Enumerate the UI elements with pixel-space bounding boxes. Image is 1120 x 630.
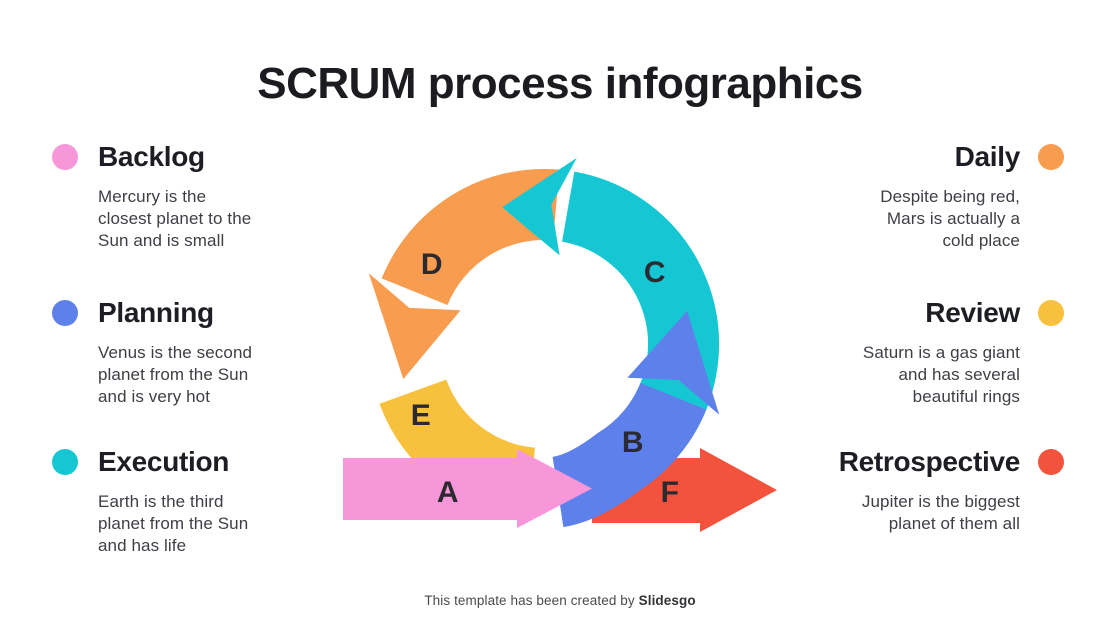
item-retrospective-desc: Jupiter is the biggest planet of them al… — [861, 492, 1020, 533]
item-daily: Daily Despite being red, Mars is actuall… — [792, 140, 1064, 252]
item-backlog-title: Backlog — [98, 141, 205, 172]
item-daily-desc: Despite being red, Mars is actually a co… — [880, 187, 1020, 250]
arrow-c-band — [561, 171, 720, 445]
item-backlog-desc: Mercury is the closest planet to the Sun… — [98, 187, 252, 250]
item-execution: Execution Earth is the third planet from… — [52, 445, 326, 557]
cycle-label-d: D — [421, 248, 443, 281]
footer-text: This template has been created by — [424, 593, 639, 608]
backlog-dot — [52, 144, 78, 170]
arrow-d-head — [368, 273, 461, 380]
daily-dot — [1038, 144, 1064, 170]
arrow-b-band — [551, 381, 707, 528]
cycle-label-a: A — [437, 476, 459, 509]
page-title: SCRUM process infographics — [257, 59, 863, 108]
item-review-title: Review — [925, 297, 1020, 328]
item-retrospective-title: Retrospective — [838, 446, 1021, 477]
cycle-label-b: B — [622, 426, 644, 459]
arrow-a — [343, 449, 592, 528]
item-review-desc: Saturn is a gas giant and has several be… — [862, 343, 1020, 406]
item-retrospective: Retrospective Jupiter is the biggest pla… — [792, 445, 1064, 535]
retrospective-dot — [1038, 449, 1064, 475]
arrow-b-head — [627, 310, 720, 415]
footer-brand: Slidesgo — [638, 593, 696, 608]
item-daily-title: Daily — [954, 141, 1021, 172]
footer-credit: This template has been created by Slides… — [0, 593, 1120, 608]
item-execution-desc: Earth is the third planet from the Sun a… — [98, 492, 249, 555]
cycle-label-c: C — [644, 256, 666, 289]
item-planning: Planning Venus is the second planet from… — [52, 296, 326, 408]
item-planning-title: Planning — [98, 297, 214, 328]
arrow-c-head — [502, 157, 577, 256]
item-review: Review Saturn is a gas giant and has sev… — [792, 296, 1064, 408]
item-planning-desc: Venus is the second planet from the Sun … — [98, 343, 253, 406]
scrum-cycle-diagram: A B C D E F — [343, 157, 777, 532]
item-execution-title: Execution — [98, 446, 230, 477]
planning-dot — [52, 300, 78, 326]
item-backlog: Backlog Mercury is the closest planet to… — [52, 140, 326, 252]
cycle-label-f: F — [661, 476, 680, 509]
execution-dot — [52, 449, 78, 475]
review-dot — [1038, 300, 1064, 326]
cycle-label-e: E — [411, 399, 432, 432]
